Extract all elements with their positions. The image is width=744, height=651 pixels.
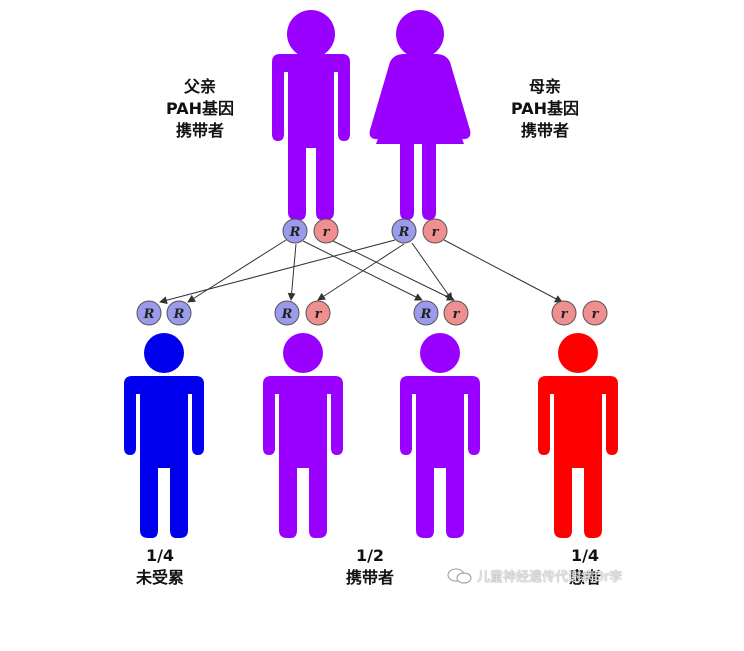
child-2-alleles: R r: [274, 300, 331, 326]
allele-dominant: R: [391, 218, 417, 244]
father-label: 父亲 PAH基因 携带者: [150, 76, 250, 142]
status-label: 携带者: [345, 568, 394, 587]
child-affected-figure: [538, 333, 618, 538]
child-carrier-figure: [263, 333, 343, 538]
child-1-alleles: R R: [136, 300, 192, 326]
svg-text:r: r: [323, 225, 331, 240]
mother-label-line1: 母亲: [528, 77, 561, 96]
watermark: 儿童神经遗传代谢病Dr李: [447, 566, 622, 585]
watermark-text: 儿童神经遗传代谢病Dr李: [477, 570, 623, 585]
inheritance-arrows: [159, 239, 563, 305]
svg-text:r: r: [432, 225, 440, 240]
father-label-line3: 携带者: [175, 121, 224, 140]
mother-label-line2: PAH基因: [510, 99, 580, 118]
svg-text:R: R: [143, 307, 155, 322]
father-figure: [272, 10, 350, 220]
svg-text:r: r: [561, 307, 569, 322]
mother-label: 母亲 PAH基因 携带者: [495, 76, 595, 142]
svg-text:R: R: [173, 307, 185, 322]
fraction-label: 1/2: [355, 546, 385, 565]
mother-figure: [369, 10, 471, 220]
father-label-line2: PAH基因: [165, 99, 235, 118]
svg-text:r: r: [592, 307, 600, 322]
father-label-line1: 父亲: [183, 77, 216, 96]
svg-text:R: R: [289, 225, 301, 240]
outcome-affected: 1/4 患者: [545, 545, 625, 589]
outcome-carrier: 1/2 携带者: [330, 545, 410, 589]
allele-dominant: R: [282, 218, 308, 244]
svg-text:R: R: [281, 307, 293, 322]
child-4-alleles: r r: [551, 300, 608, 326]
mother-label-line3: 携带者: [520, 121, 569, 140]
allele-recessive: r: [313, 218, 339, 244]
mother-alleles: R r: [391, 218, 448, 244]
svg-text:R: R: [398, 225, 410, 240]
svg-text:r: r: [315, 307, 323, 322]
fraction-label: 1/4: [145, 546, 175, 565]
svg-text:R: R: [420, 307, 432, 322]
allele-recessive: r: [422, 218, 448, 244]
wechat-icon: [447, 568, 473, 584]
status-label: 患者: [568, 568, 601, 587]
svg-text:r: r: [453, 307, 461, 322]
status-label: 未受累: [135, 568, 184, 587]
child-unaffected-figure: [124, 333, 204, 538]
child-3-alleles: R r: [413, 300, 469, 326]
child-carrier-figure: [400, 333, 480, 538]
outcome-unaffected: 1/4 未受累: [120, 545, 200, 589]
father-alleles: R r: [282, 218, 339, 244]
fraction-label: 1/4: [570, 546, 600, 565]
